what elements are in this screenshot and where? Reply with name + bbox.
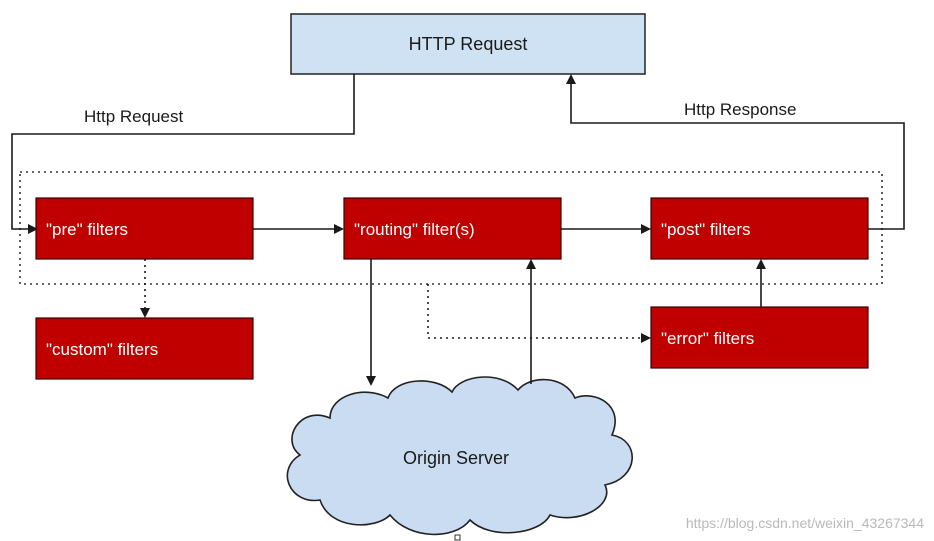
response-connector bbox=[566, 74, 905, 230]
routing-filters-box: "routing" filter(s) bbox=[343, 197, 562, 260]
http-response-edge-label: Http Response bbox=[684, 100, 796, 119]
filter-chain-container bbox=[19, 171, 883, 285]
post-filters-label: "post" filters bbox=[661, 220, 751, 239]
pre-filters-box: "pre" filters bbox=[35, 197, 254, 260]
origin-server-cloud: Origin Server bbox=[286, 376, 633, 536]
error-filters-label: "error" filters bbox=[661, 329, 754, 348]
request-connector bbox=[11, 74, 355, 234]
http-request-box: HTTP Request bbox=[290, 13, 646, 75]
chain-to-error-arrow bbox=[427, 284, 651, 343]
post-filters-box: "post" filters bbox=[650, 197, 869, 260]
pre-filters-label: "pre" filters bbox=[46, 220, 128, 239]
http-request-edge-label: Http Request bbox=[84, 107, 183, 126]
origin-server-label: Origin Server bbox=[403, 448, 509, 468]
custom-filters-label: "custom" filters bbox=[46, 340, 158, 359]
error-filters-box: "error" filters bbox=[650, 306, 869, 369]
resize-handle[interactable] bbox=[454, 534, 461, 541]
custom-filters-box: "custom" filters bbox=[35, 317, 254, 380]
routing-filters-label: "routing" filter(s) bbox=[354, 220, 475, 239]
watermark-text: https://blog.csdn.net/weixin_43267344 bbox=[686, 515, 924, 531]
http-request-box-label: HTTP Request bbox=[409, 34, 528, 54]
